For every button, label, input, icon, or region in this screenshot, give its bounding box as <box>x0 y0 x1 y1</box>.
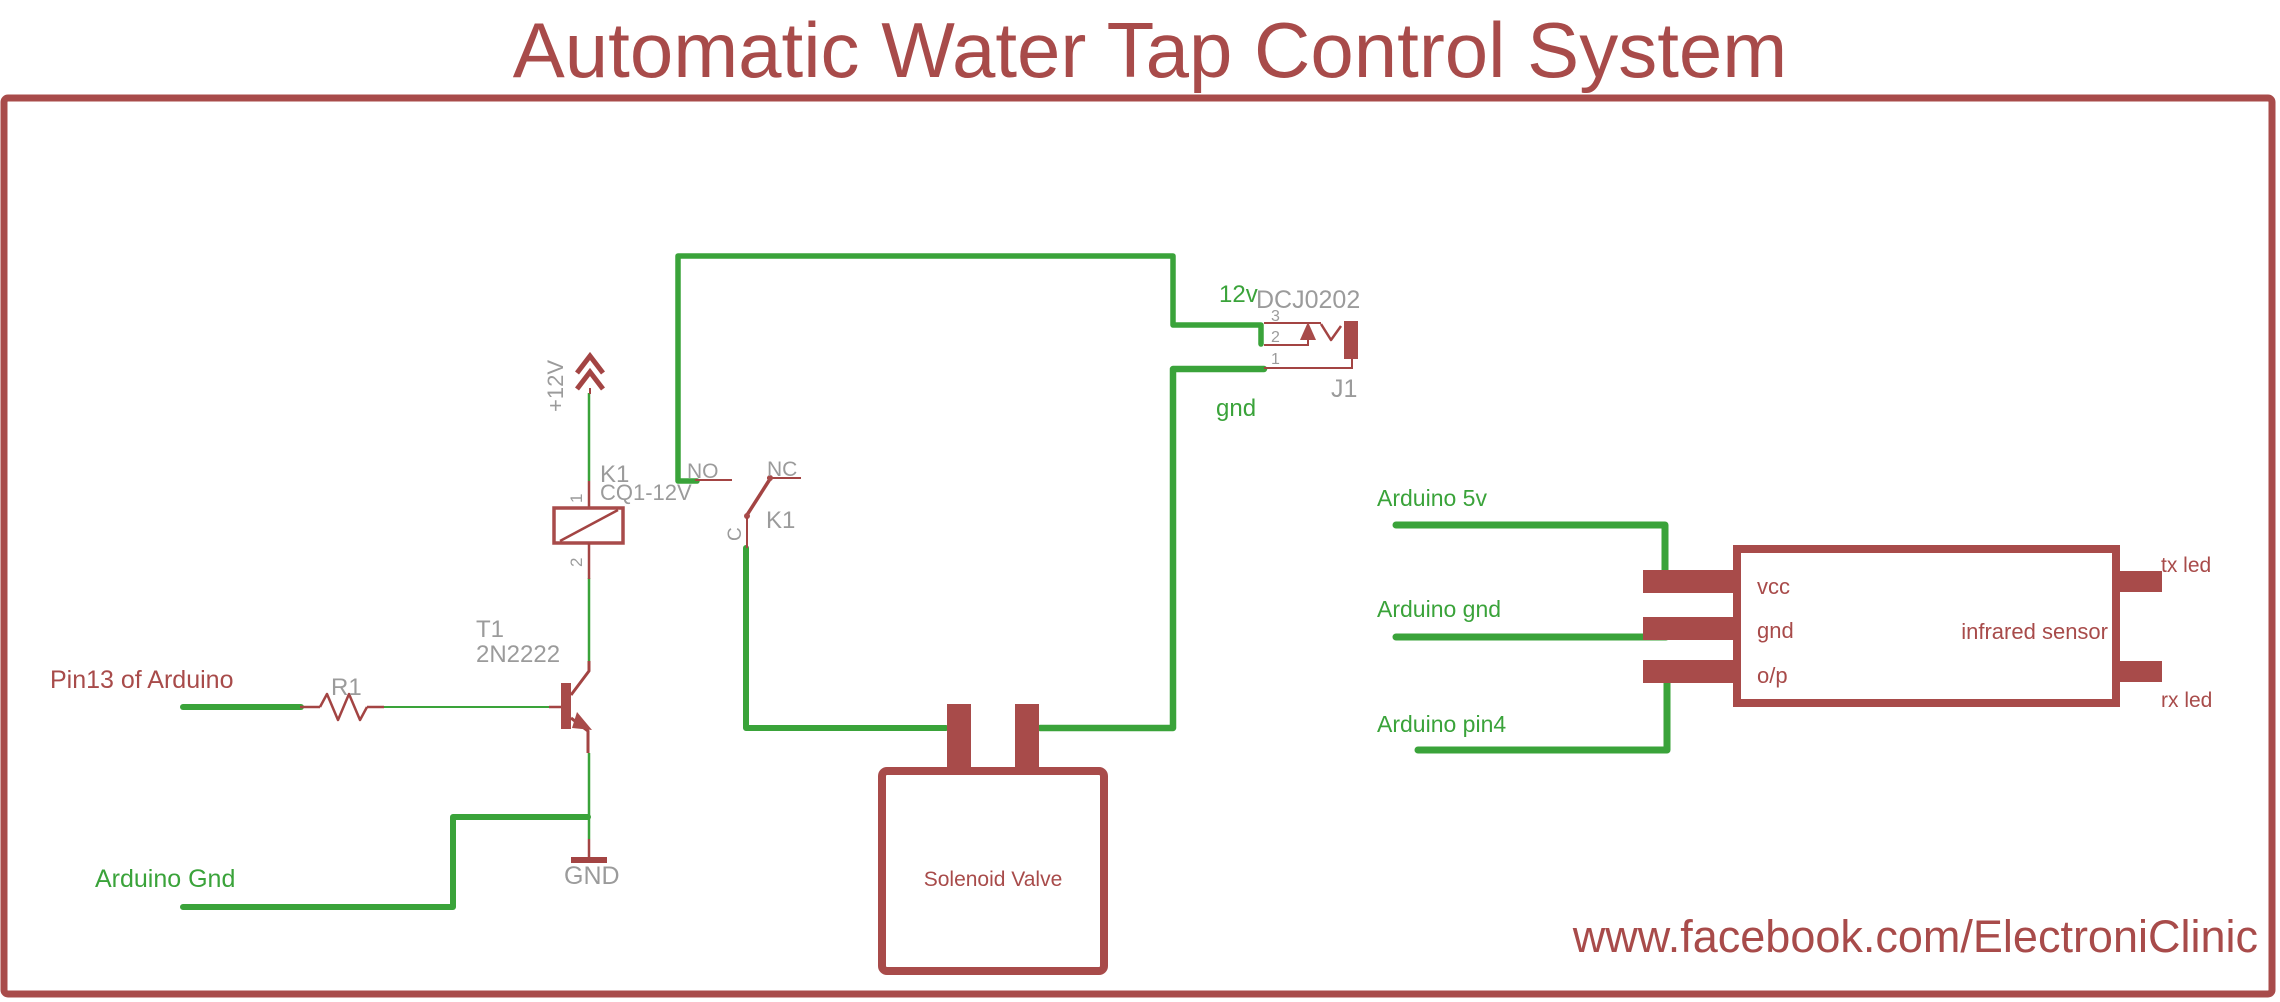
jack-barrel-body <box>1344 321 1358 359</box>
page-title: Automatic Water Tap Control System <box>513 6 1787 94</box>
sensor-pin-gnd <box>1643 617 1737 640</box>
solenoid-box <box>878 767 1108 975</box>
arduino-gnd-label: Arduino Gnd <box>95 865 235 893</box>
jack-part-label: DCJ0202 <box>1256 286 1360 314</box>
contact-common-label: C <box>725 527 746 541</box>
arduino-gnd2-label: Arduino gnd <box>1377 596 1501 622</box>
contact-pivot-dot <box>744 513 750 519</box>
wire-no-to-jack-12v <box>675 253 1264 484</box>
wire-sensor-5v <box>1392 521 1669 575</box>
sensor-pin-op <box>1643 660 1737 683</box>
sensor-box <box>1733 545 2120 707</box>
sensor-pin-tx <box>2116 571 2162 592</box>
sensor-pin-rx <box>2116 661 2162 682</box>
jack-pin1-line <box>1264 359 1353 369</box>
relay-pin1-label: 1 <box>567 494 586 503</box>
transistor-ref-label: T1 <box>476 616 504 643</box>
contact-nc-label: NC <box>767 458 797 481</box>
sensor-pin-vcc <box>1643 570 1737 593</box>
contact-arm <box>745 478 772 516</box>
jack-pin2-line <box>1264 338 1309 346</box>
supply-arrow-chevron-bottom <box>575 367 605 391</box>
jack-switch-notch <box>1319 323 1343 342</box>
contact-no-label: NO <box>687 460 719 483</box>
jack-12v-label: 12v <box>1219 281 1258 308</box>
relay-ref-label: K1 <box>600 461 629 488</box>
transistor-base-bar <box>561 683 571 729</box>
watermark-url: www.facebook.com/ElectroniClinic <box>1572 911 2258 962</box>
relay-coil-diagonal <box>559 508 619 543</box>
jack-ref-label: J1 <box>1331 375 1357 403</box>
wire-common-to-solenoid <box>743 545 949 731</box>
solenoid-pin-right <box>1015 704 1039 770</box>
sensor-gnd-label: gnd <box>1757 618 1794 643</box>
transistor-collector-lead <box>569 661 591 696</box>
resistor-ref-label: R1 <box>331 674 362 701</box>
resistor-zigzag <box>318 692 369 722</box>
pin13-label: Pin13 of Arduino <box>50 666 233 694</box>
transistor-emitter-arrow <box>572 712 592 730</box>
jack-gnd-label: gnd <box>1216 395 1256 422</box>
sensor-tx-label: tx led <box>2161 554 2211 577</box>
sensor-name-label: infrared sensor <box>1961 619 2108 644</box>
jack-pin3-label: 3 <box>1271 308 1280 325</box>
jack-pin2-label: 2 <box>1271 329 1280 346</box>
relay-part-label: CQ1-12V <box>600 480 692 505</box>
transistor-part-label: 2N2222 <box>476 641 560 668</box>
solenoid-label: Solenoid Valve <box>924 868 1063 891</box>
contact-arm-dot <box>767 475 773 481</box>
solenoid-pin-left <box>947 704 971 770</box>
jack-pin1-label: 1 <box>1271 351 1280 368</box>
supply-12v-label: +12V <box>543 360 568 412</box>
relay-pin2-label: 2 <box>567 558 586 567</box>
wire-jack-gnd-to-solenoid <box>1036 365 1268 732</box>
wire-sensor-pin4 <box>1414 679 1671 754</box>
jack-tip-arrow <box>1300 322 1316 340</box>
sensor-vcc-label: vcc <box>1757 574 1790 599</box>
switch-ref-label: K1 <box>766 507 795 534</box>
sensor-op-label: o/p <box>1757 663 1788 688</box>
arduino-5v-label: Arduino 5v <box>1377 485 1487 511</box>
sensor-rx-label: rx led <box>2161 689 2212 712</box>
wire-arduino-gnd <box>180 814 591 910</box>
schematic-frame <box>0 94 2276 998</box>
gnd-symbol-label: GND <box>564 862 620 890</box>
arduino-pin4-label: Arduino pin4 <box>1377 711 1506 737</box>
supply-arrow-chevron-top <box>575 351 605 375</box>
